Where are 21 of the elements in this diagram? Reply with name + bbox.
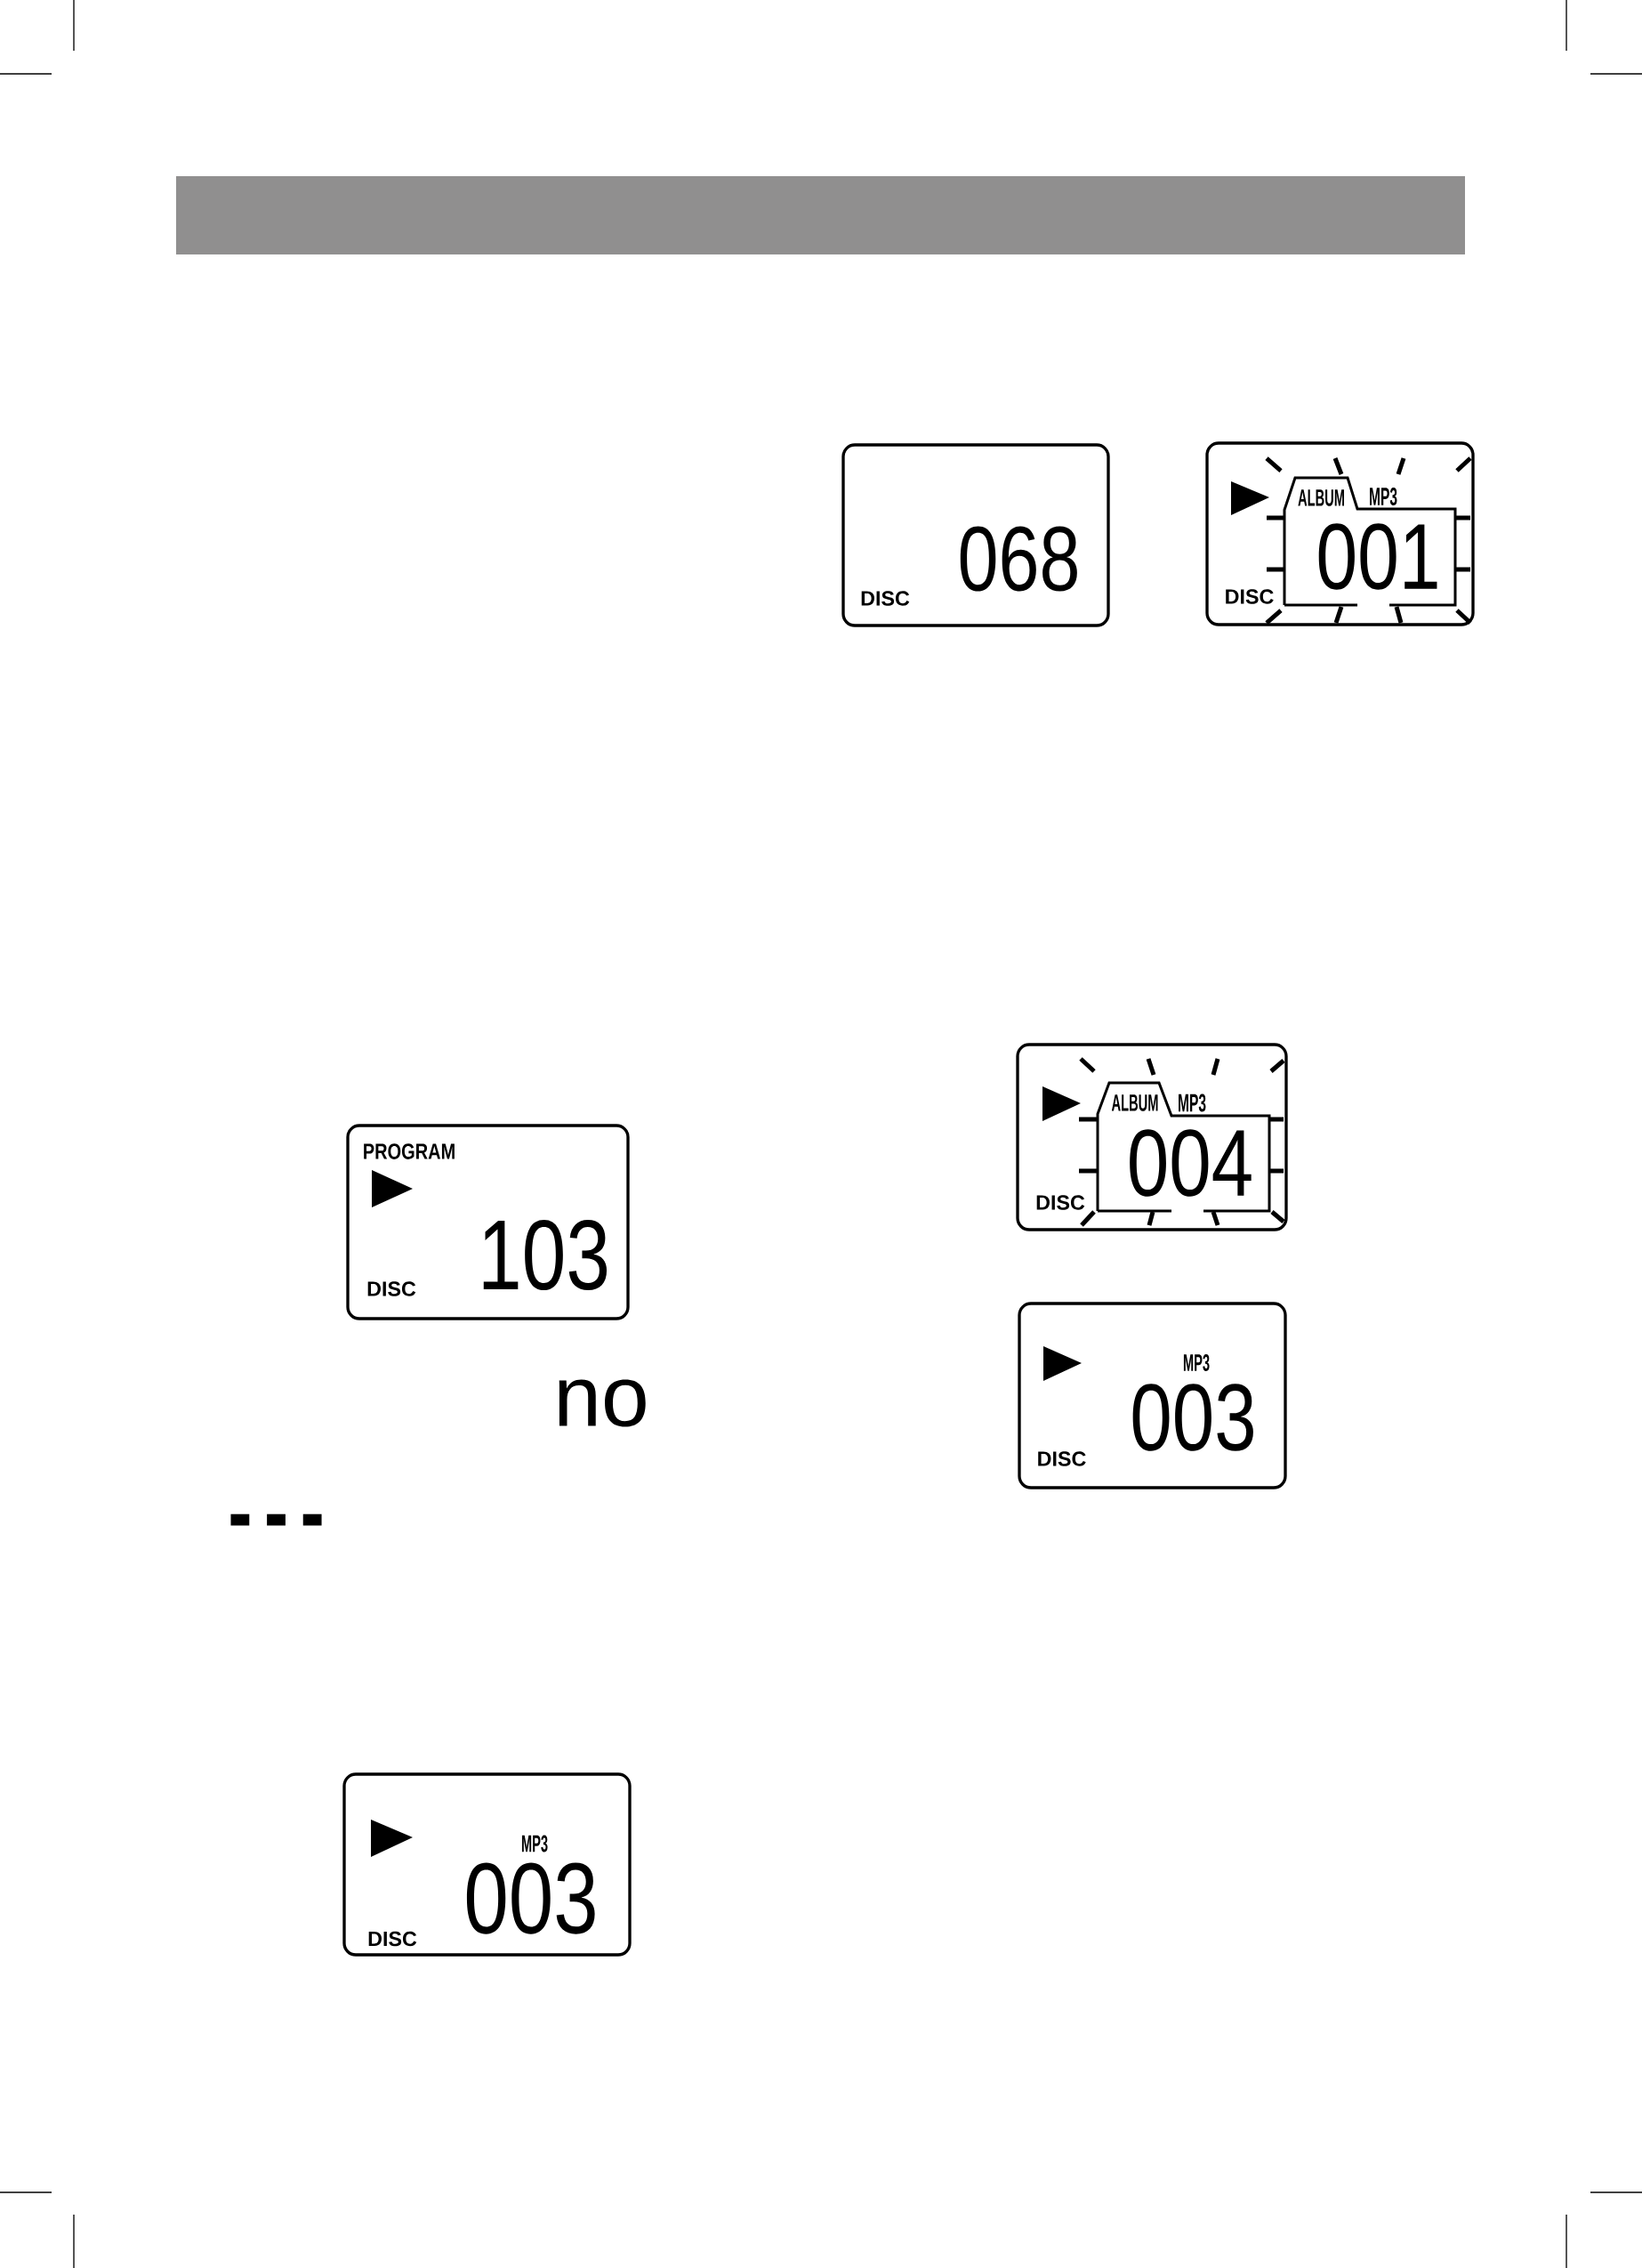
display-label: DISC xyxy=(1226,589,1274,604)
display-label: MP3 xyxy=(1370,488,1397,506)
display-label: MP3 xyxy=(521,1835,548,1852)
segment-text: --- xyxy=(230,1513,322,1526)
display-label: PROGRAM xyxy=(364,1143,455,1159)
digit-readout: 003 xyxy=(466,1862,595,1934)
display-label: DISC xyxy=(861,591,910,606)
segment-text: no xyxy=(559,1379,646,1427)
digit-readout: 068 xyxy=(960,526,1077,592)
digit-readout: 004 xyxy=(1130,1129,1252,1197)
display-label: DISC xyxy=(367,1281,416,1296)
digit-readout: 003 xyxy=(1132,1384,1253,1451)
display-label: DISC xyxy=(1036,1195,1085,1210)
display-label: DISC xyxy=(368,1931,417,1947)
display-label: ALBUM xyxy=(1111,1094,1158,1111)
digit-readout: 001 xyxy=(1318,523,1437,590)
display-label: DISC xyxy=(1038,1451,1086,1466)
display-label: MP3 xyxy=(1183,1354,1210,1371)
digit-readout: 103 xyxy=(483,1220,608,1291)
display-label: MP3 xyxy=(1179,1094,1206,1112)
display-label: ALBUM xyxy=(1298,489,1344,506)
